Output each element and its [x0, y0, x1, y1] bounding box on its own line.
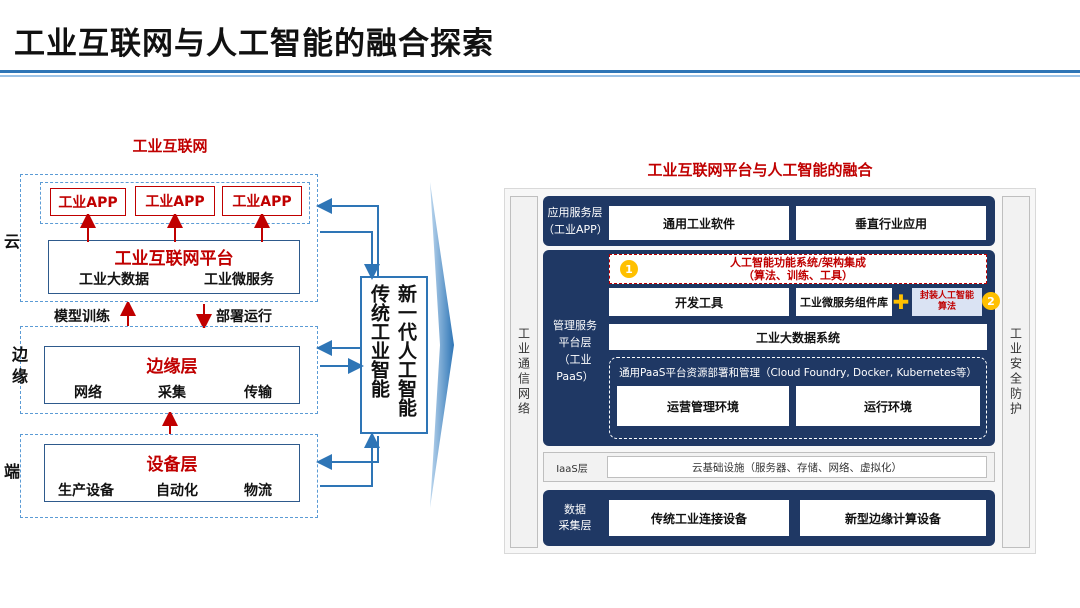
mgmt-layer-label-1: 管理服务: [553, 319, 597, 332]
ai-box-traditional: 传统工业智能: [368, 284, 390, 398]
side-label-end: 端: [4, 462, 21, 481]
app-layer-label: 应用服务层 （工业APP）: [543, 200, 608, 242]
dev-tools-box: 开发工具: [609, 288, 789, 316]
device-title: 设备层: [146, 454, 198, 475]
app-box-2: 工业APP: [135, 186, 215, 216]
ai-box: [360, 276, 428, 434]
paas-group: [609, 357, 987, 439]
data-item-traditional: 传统工业连接设备: [609, 500, 789, 536]
micro-lib-box: 工业微服务组件库: [796, 288, 892, 316]
ai-integration-line2: （算法、训练、工具）: [743, 269, 853, 282]
edge-box: [44, 346, 300, 404]
chevron-arrow-icon: [430, 182, 454, 508]
ai-box-new-gen: 新一代人工智能: [395, 284, 417, 417]
ai-integration-line1: 人工智能功能系统/架构集成: [729, 256, 867, 269]
edge-title: 边缘层: [146, 356, 198, 377]
security-column: 工业安全防护: [1002, 196, 1030, 548]
ai-integration-box: 人工智能功能系统/架构集成 （算法、训练、工具）: [609, 254, 987, 284]
plus-icon: ✚: [892, 290, 910, 314]
data-layer-label-1: 数据: [564, 503, 586, 516]
side-label-edge: 边缘: [12, 345, 29, 386]
app-item-general: 通用工业软件: [609, 206, 789, 240]
device-item-logistics: 物流: [244, 483, 272, 499]
page-title: 工业互联网与人工智能的融合探索: [14, 26, 494, 62]
bigdata-box: 工业大数据系统: [609, 324, 987, 350]
mgmt-layer-label-3: （工业PaaS）: [556, 353, 594, 383]
data-item-edge-compute: 新型边缘计算设备: [800, 500, 986, 536]
title-rule: [0, 70, 1080, 73]
model-training-label: 模型训练: [54, 309, 110, 325]
iaas-label: IaaS层: [556, 463, 588, 475]
title-rule-light: [0, 75, 1080, 77]
data-layer-label-2: 采集层: [558, 519, 592, 532]
app-layer-label-2: （工业APP）: [543, 223, 608, 236]
edge-item-collect: 采集: [158, 385, 186, 401]
left-heading: 工业互联网: [132, 136, 208, 155]
platform-title: 工业互联网平台: [114, 248, 234, 269]
train-deploy-arrows: [120, 302, 212, 328]
network-column: 工业通信网络: [510, 196, 538, 548]
paas-item-ops: 运营管理环境: [617, 386, 789, 426]
ai-connectors: [316, 198, 380, 487]
badge-2: 2: [982, 292, 1000, 310]
badge-1: 1: [620, 260, 638, 278]
platform-box: [48, 240, 300, 294]
encap-line1: 封装人工智能: [919, 291, 974, 301]
paas-item-runtime: 运行环境: [796, 386, 980, 426]
device-up-arrow: [162, 412, 178, 434]
encap-line2: 算法: [937, 302, 956, 312]
encap-box: 封装人工智能 算法: [912, 288, 982, 316]
platform-item-bigdata: 工业大数据: [79, 272, 149, 288]
deploy-label: 部署运行: [216, 309, 272, 325]
paas-title: 通用PaaS平台资源部署和管理（Cloud Foundry, Docker, K…: [619, 366, 977, 379]
device-item-production: 生产设备: [58, 483, 114, 499]
device-group: [20, 434, 318, 518]
data-layer-label: 数据 采集层: [543, 498, 607, 538]
side-label-cloud: 云: [4, 232, 21, 251]
app-layer-label-1: 应用服务层: [547, 206, 603, 219]
mgmt-layer-label-2: 平台层: [558, 336, 592, 349]
app-item-vertical: 垂直行业应用: [796, 206, 986, 240]
device-item-automation: 自动化: [156, 483, 198, 499]
right-heading: 工业互联网平台与人工智能的融合: [647, 160, 873, 179]
platform-item-microservice: 工业微服务: [204, 272, 274, 288]
iaas-box: 云基础设施（服务器、存储、网络、虚拟化）: [607, 456, 987, 478]
edge-item-network: 网络: [74, 385, 102, 401]
edge-item-transmit: 传输: [244, 385, 272, 401]
mgmt-layer-label: 管理服务 平台层 （工业PaaS）: [543, 319, 607, 383]
app-arrows: [80, 214, 270, 242]
cloud-group: [20, 174, 318, 302]
device-box: [44, 444, 300, 502]
app-box-1: 工业APP: [50, 188, 126, 216]
app-box-3: 工业APP: [222, 186, 302, 216]
